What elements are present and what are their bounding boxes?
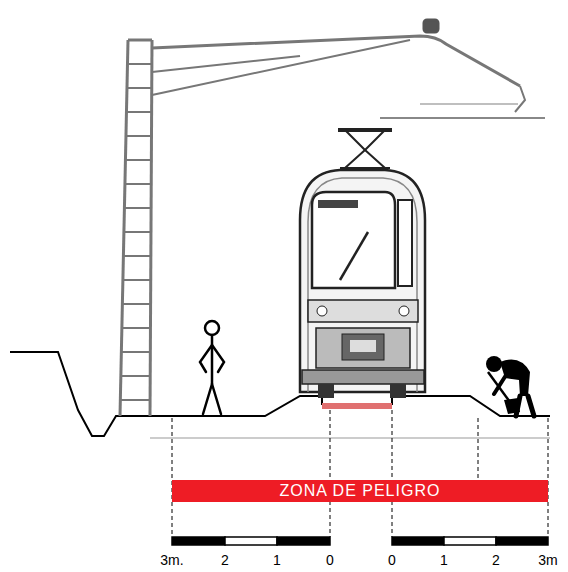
worker-figure (486, 356, 534, 416)
cantilever-arm (152, 20, 545, 118)
standing-person (200, 321, 224, 414)
mast-rung (127, 87, 152, 89)
scale-number: 1 (440, 552, 448, 568)
mast-rung (120, 399, 150, 401)
mast-rung (124, 231, 151, 233)
train-front (300, 130, 425, 398)
scale-number: 3m (538, 552, 557, 568)
ground-profile (10, 352, 550, 438)
scale-bar (172, 537, 548, 545)
mast-rung (124, 207, 151, 209)
danger-zone-band: ZONA DE PELIGRO (172, 480, 548, 502)
mast-rung (126, 111, 151, 113)
catenary-mast (120, 40, 152, 416)
scale-number: 1 (273, 552, 281, 568)
scale-number: 3m. (160, 552, 183, 568)
mast-rung (121, 375, 150, 377)
mast-rung (126, 135, 152, 137)
mast-rung (122, 303, 150, 305)
mast-rung (127, 63, 151, 65)
scale-number: 2 (221, 552, 229, 568)
scale-number: 0 (326, 552, 334, 568)
zone-label: ZONA DE PELIGRO (280, 482, 441, 500)
scale-number: 2 (492, 552, 500, 568)
track-zone (322, 403, 392, 409)
mast-rung (125, 183, 151, 185)
scale-number: 0 (388, 552, 396, 568)
mast-rung (123, 279, 151, 281)
mast-rung (121, 351, 150, 353)
dimension-guides (172, 410, 548, 537)
mast-rung (123, 255, 150, 257)
mast-rung (125, 159, 151, 161)
mast-rung (122, 327, 151, 329)
